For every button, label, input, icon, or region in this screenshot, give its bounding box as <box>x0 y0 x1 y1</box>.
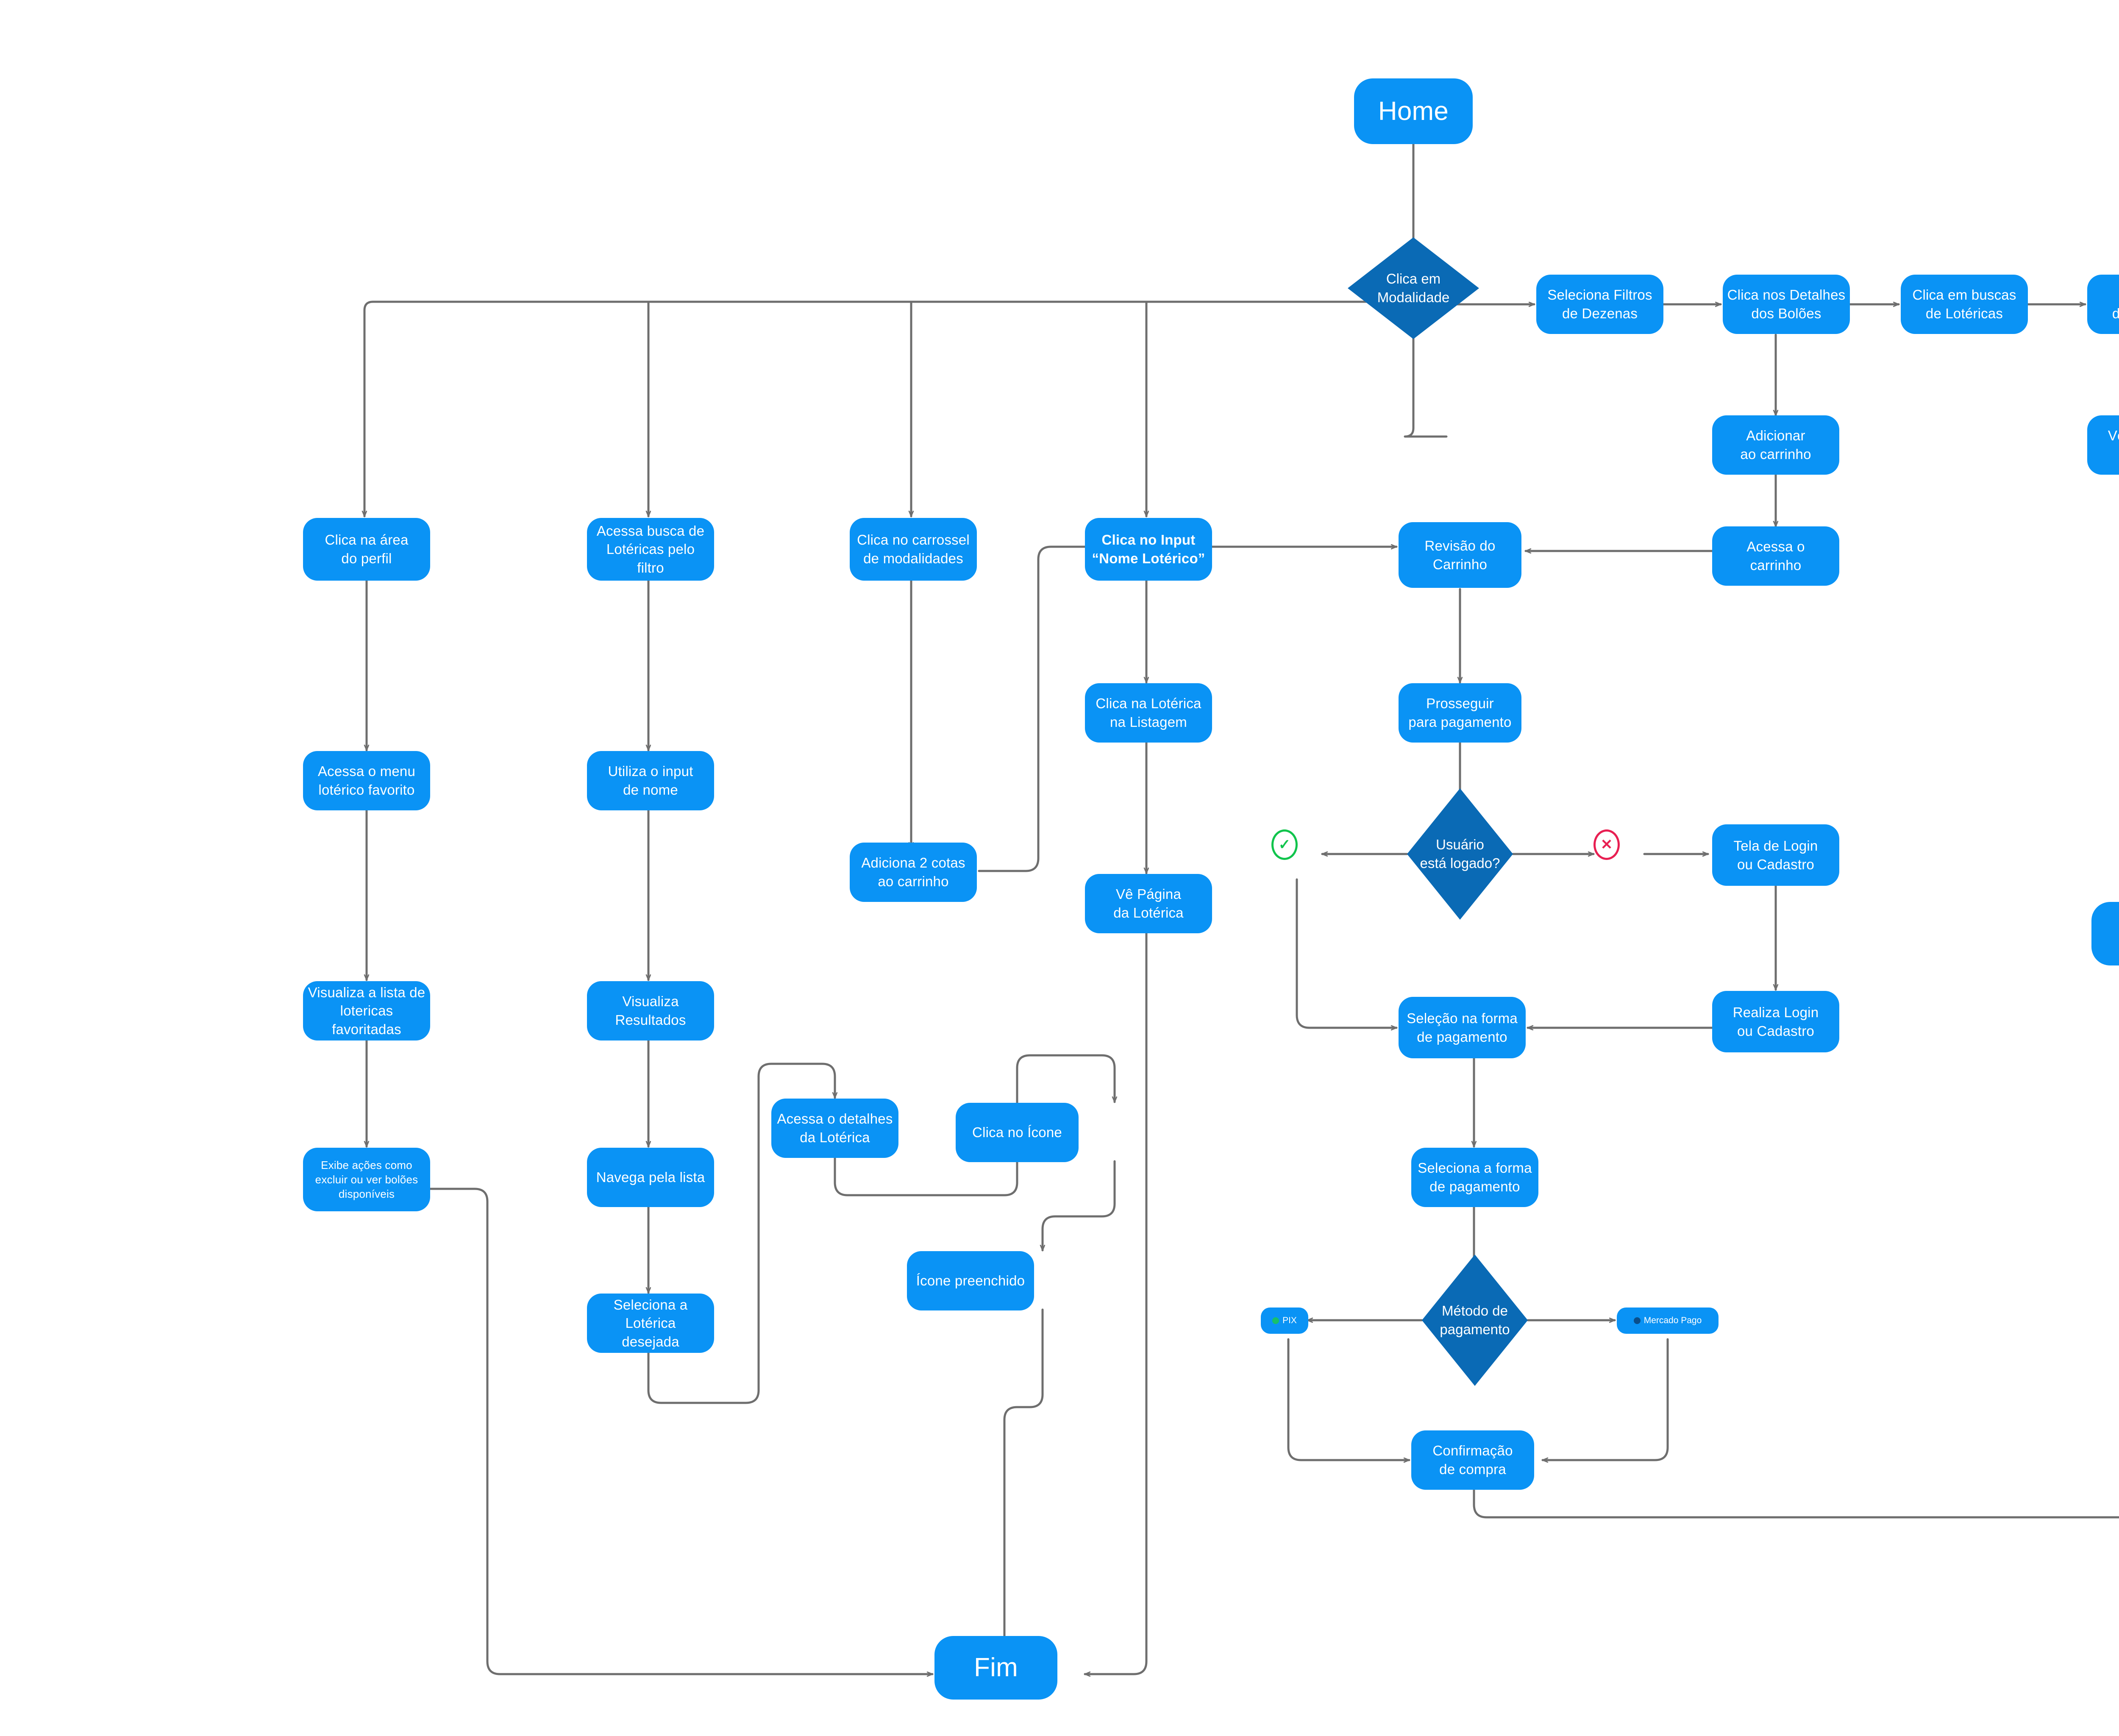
node-acessa-busca-filtro[interactable]: Acessa busca de Lotéricas pelo filtro <box>587 518 714 581</box>
node-adicionar-ao-carrinho[interactable]: Adicionar ao carrinho <box>1712 415 1839 475</box>
mercado-pago-label: Mercado Pago <box>1643 1316 1702 1325</box>
gate-no-icon: ✕ <box>1593 829 1620 860</box>
node-icone-preenchido[interactable]: Ícone preenchido <box>907 1251 1034 1310</box>
node-clica-detalhes-boloes[interactable]: Clica nos Detalhes dos Bolões <box>1723 275 1850 334</box>
check-icon: ✓ <box>1278 837 1291 853</box>
node-tela-login-cadastro[interactable]: Tela de Login ou Cadastro <box>1712 824 1839 886</box>
node-seleciona-forma-pagamento[interactable]: Seleciona a forma de pagamento <box>1411 1148 1538 1207</box>
node-exibe-acoes[interactable]: Exibe ações como excluir ou ver bolões d… <box>303 1148 430 1211</box>
node-revisao-carrinho[interactable]: Revisão do Carrinho <box>1399 522 1521 588</box>
node-visualiza-lista-favoritadas[interactable]: Visualiza a lista de lotericas favoritad… <box>303 981 430 1040</box>
pix-label: PIX <box>1282 1316 1297 1325</box>
node-visualiza-resultados[interactable]: Visualiza Resultados <box>587 981 714 1040</box>
node-clica-area-perfil[interactable]: Clica na área do perfil <box>303 518 430 581</box>
node-clica-buscas-lotericas[interactable]: Clica em buscas de Lotéricas <box>1901 275 2028 334</box>
node-clica-carrossel-modalidades[interactable]: Clica no carrossel de modalidades <box>850 518 977 581</box>
node-label: Clica em Modalidade <box>1377 271 1450 305</box>
payment-option-pix[interactable]: PIX <box>1261 1308 1308 1334</box>
node-ve-pagina-loterica[interactable]: Vê Página da Lotérica <box>1085 874 1212 933</box>
node-seleciona-loterica-desejada[interactable]: Seleciona a Lotérica desejada <box>587 1294 714 1353</box>
payment-option-mercado-pago[interactable]: Mercado Pago <box>1617 1308 1719 1334</box>
node-ve-opcoes-jogos[interactable]: Vê as opções de jogos <box>2087 415 2119 475</box>
node-navega-pela-lista[interactable]: Navega pela lista <box>587 1148 714 1207</box>
node-seleciona-filtros-dezenas[interactable]: Seleciona Filtros de Dezenas <box>1536 275 1663 334</box>
node-realiza-login-cadastro[interactable]: Realiza Login ou Cadastro <box>1712 991 1839 1052</box>
node-prosseguir-pagamento[interactable]: Prosseguir para pagamento <box>1399 683 1521 743</box>
node-selecao-forma-pagamento[interactable]: Seleção na forma de pagamento <box>1399 997 1526 1058</box>
node-confirmacao-compra[interactable]: Confirmação de compra <box>1411 1430 1534 1490</box>
node-adiciona-2-cotas[interactable]: Adiciona 2 cotas ao carrinho <box>850 843 977 902</box>
node-metodo-de-pagamento[interactable]: Método de pagamento <box>1422 1255 1528 1386</box>
node-acessa-menu-loterico[interactable]: Acessa o menu lotérico favorito <box>303 751 430 810</box>
node-usuario-esta-logado[interactable]: Usuário está logado? <box>1407 788 1513 920</box>
gate-yes-icon: ✓ <box>1271 829 1298 860</box>
close-icon: ✕ <box>1600 837 1613 853</box>
node-ve-lista-lotericas[interactable]: Vê a Lista de Lotéricas <box>2087 275 2119 334</box>
node-fim-esquerda[interactable]: Fim <box>934 1636 1057 1700</box>
node-acessa-o-carrinho[interactable]: Acessa o carrinho <box>1712 526 1839 586</box>
node-home[interactable]: Home <box>1354 78 1473 144</box>
node-clica-input-nome-loterico[interactable]: Clica no Input “Nome Lotérico” <box>1085 518 1212 581</box>
node-label: Método de pagamento <box>1440 1303 1510 1337</box>
node-clica-loterica-listagem[interactable]: Clica na Lotérica na Listagem <box>1085 683 1212 743</box>
node-clica-no-icone[interactable]: Clica no Ícone <box>956 1103 1079 1162</box>
node-fim-direita[interactable]: Fim <box>2091 902 2119 965</box>
node-utiliza-input-nome[interactable]: Utiliza o input de nome <box>587 751 714 810</box>
mercado-pago-dot-icon <box>1633 1317 1641 1324</box>
pix-dot-icon <box>1272 1317 1279 1324</box>
node-clica-modalidade[interactable]: Clica em Modalidade <box>1348 237 1479 339</box>
node-acessa-detalhes-loterica[interactable]: Acessa o detalhes da Lotérica <box>771 1099 898 1158</box>
node-label: Usuário está logado? <box>1420 837 1500 871</box>
